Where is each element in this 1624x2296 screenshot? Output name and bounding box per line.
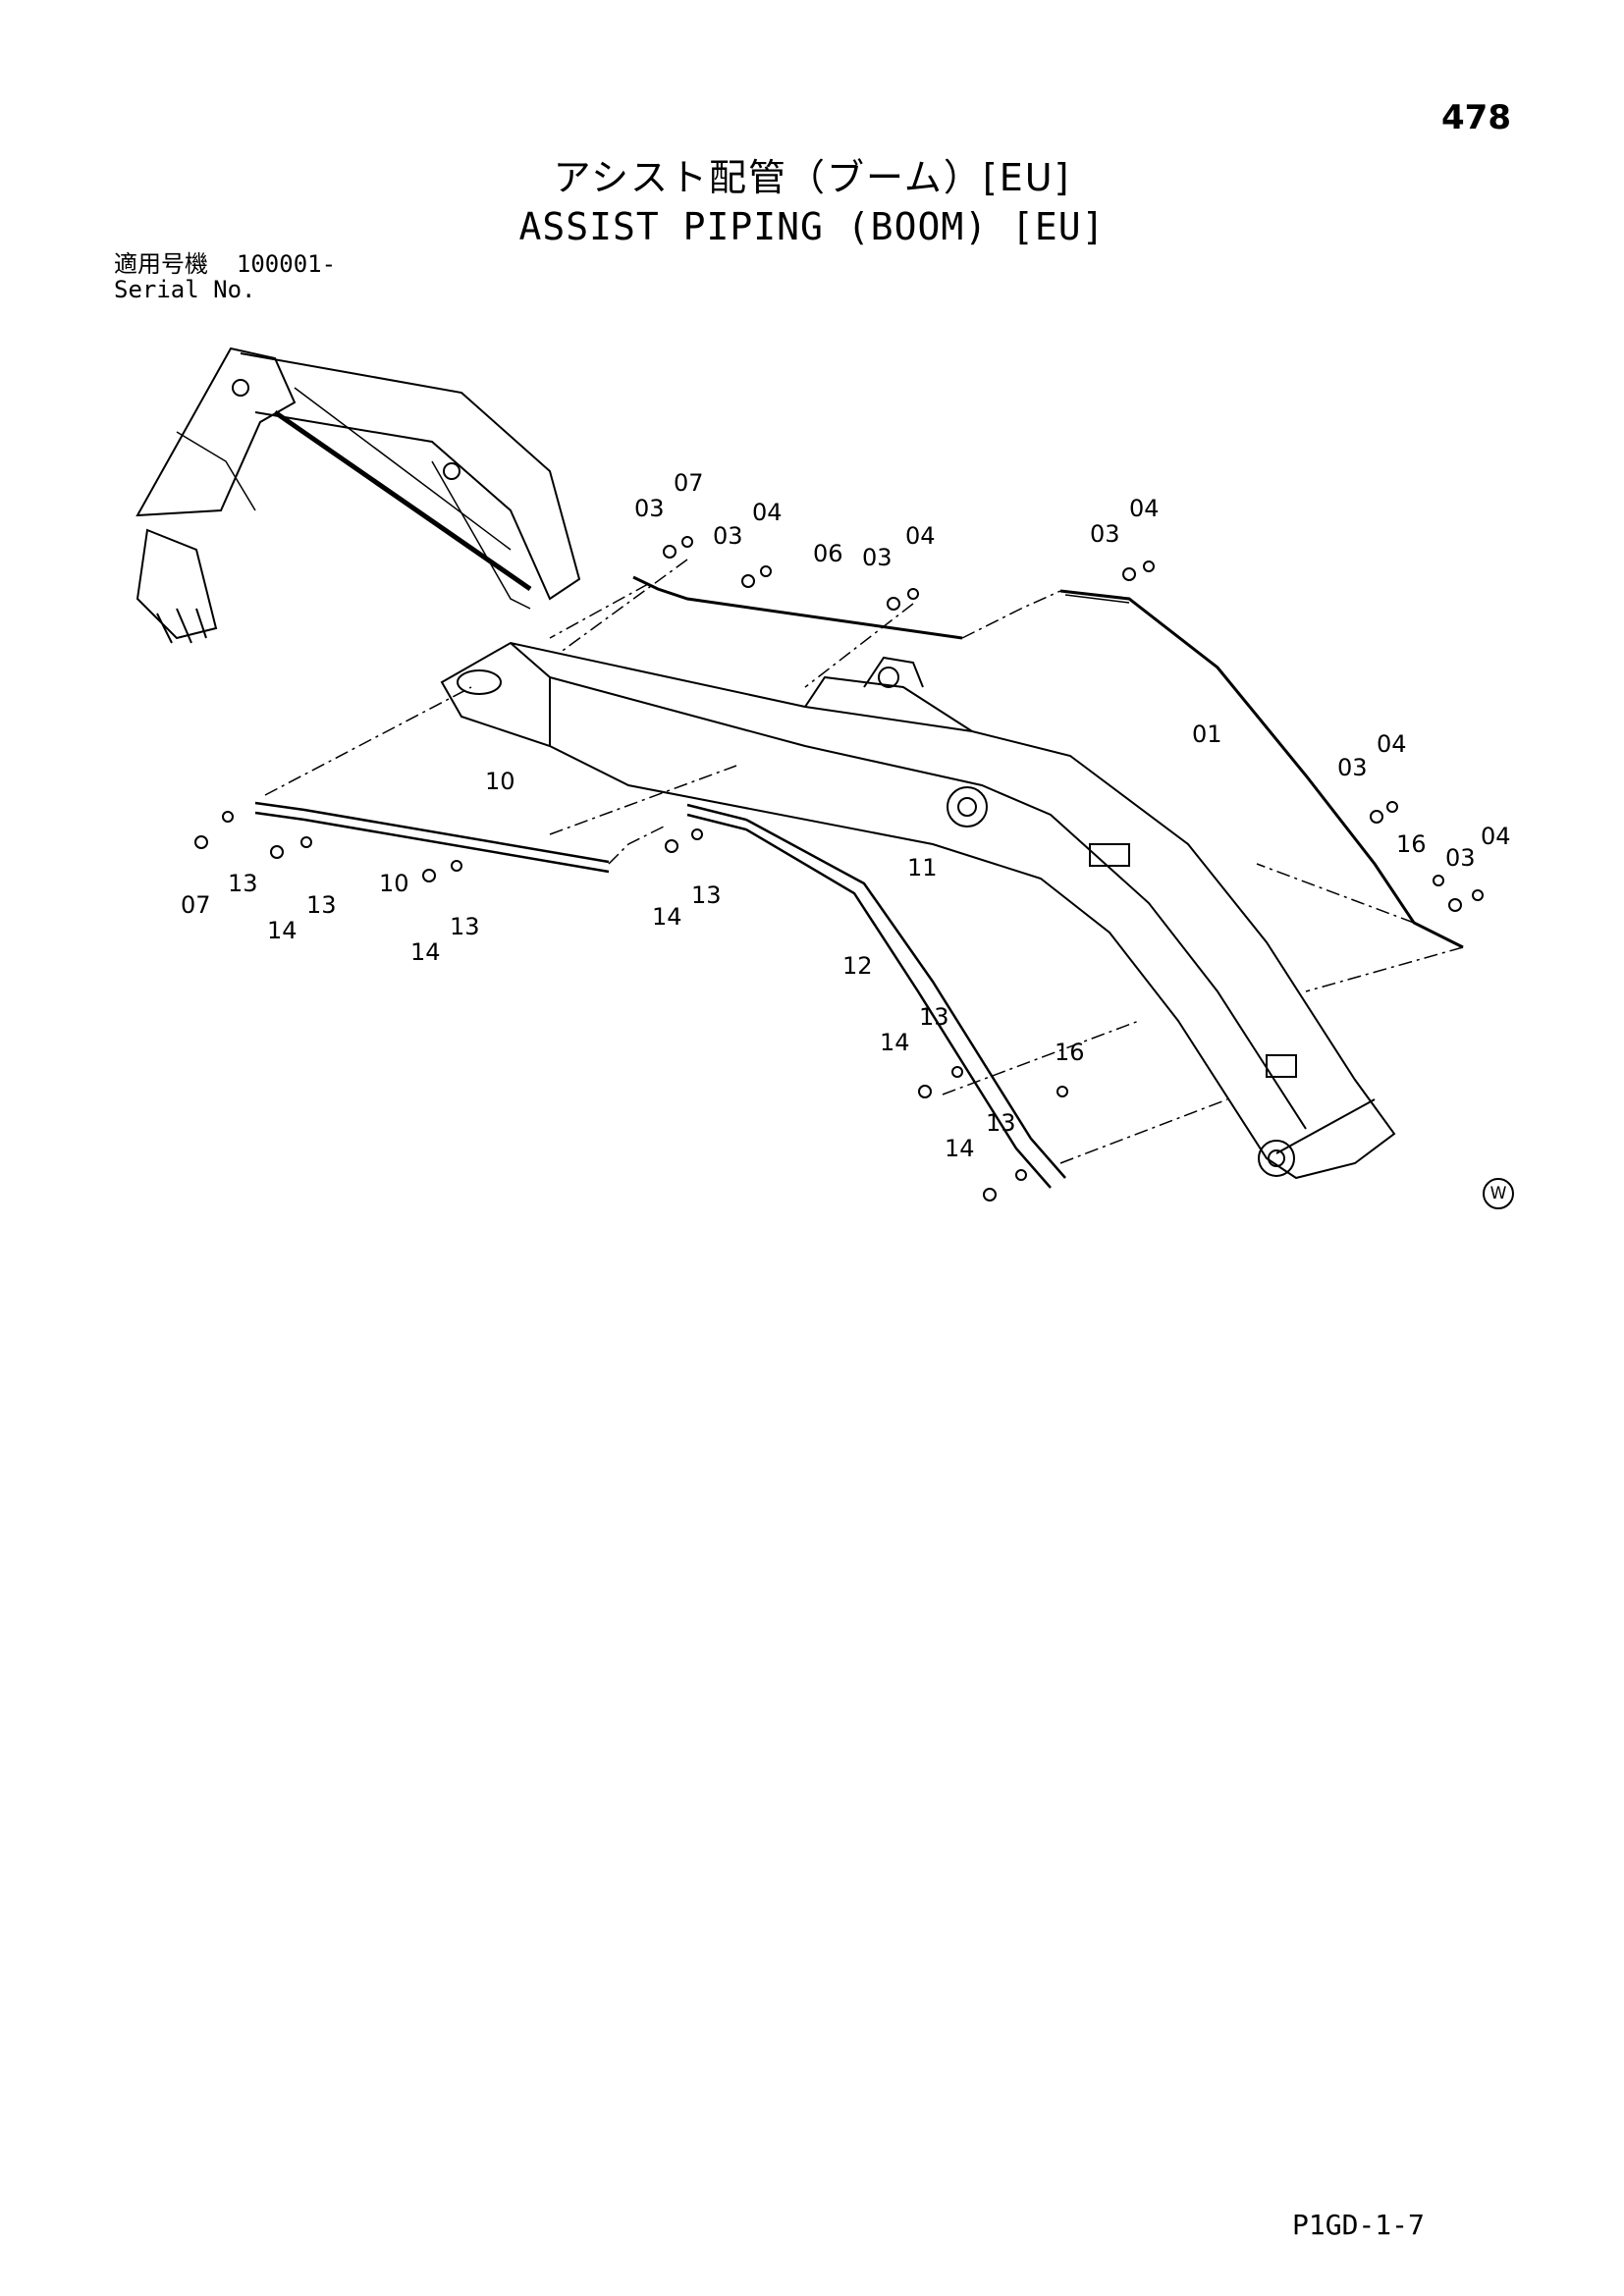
exploded-parts-diagram: 07 03 04 03 06 03 04 03 04 01 03 04 16 0… [135, 347, 1511, 1201]
callout-07-top: 07 [674, 469, 704, 497]
callout-03-a: 03 [634, 495, 665, 522]
callout-11: 11 [907, 854, 938, 881]
footer-code: P1GD-1-7 [1292, 2209, 1425, 2241]
serial-value: 100001- [236, 250, 337, 278]
serial-label-ja: 適用号機 [114, 250, 208, 278]
callout-14-d: 14 [880, 1029, 910, 1056]
callout-16-b: 16 [1055, 1039, 1085, 1066]
serial-block: 適用号機 100001- Serial No. [114, 251, 336, 302]
callout-14-b: 14 [410, 938, 441, 966]
callout-13-b: 13 [306, 891, 337, 919]
callout-04-b: 04 [905, 522, 936, 550]
callout-03-f: 03 [1445, 844, 1476, 872]
callout-03-c: 03 [862, 544, 893, 571]
fasteners [194, 536, 1484, 1201]
callout-13-c: 13 [450, 913, 480, 940]
callout-labels: 07 03 04 03 06 03 04 03 04 01 03 04 16 0… [181, 469, 1511, 1162]
callout-14-c: 14 [652, 903, 682, 931]
callout-04-a: 04 [752, 499, 783, 526]
callout-14-a: 14 [267, 917, 298, 944]
callout-13-d: 13 [691, 881, 722, 909]
w-circle-mark: W [1483, 1178, 1514, 1209]
boom [440, 641, 1396, 1180]
callout-13-a: 13 [228, 870, 258, 897]
callout-04-d: 04 [1377, 730, 1407, 758]
pipe-06 [632, 575, 963, 640]
callout-04-c: 04 [1129, 495, 1160, 522]
page-number: 478 [1441, 98, 1511, 137]
callout-12: 12 [842, 952, 873, 980]
title-english: ASSIST PIPING (BOOM) [EU] [518, 205, 1106, 248]
hose-01 [1059, 589, 1464, 949]
callout-07-bottom: 07 [181, 891, 211, 919]
callout-14-e: 14 [945, 1135, 975, 1162]
pipes-10 [254, 801, 610, 874]
callout-03-d: 03 [1090, 520, 1120, 548]
callout-13-f: 13 [986, 1109, 1016, 1137]
callout-16-a: 16 [1396, 830, 1427, 858]
serial-label-en: Serial No. [114, 276, 256, 303]
callout-01: 01 [1192, 721, 1222, 748]
title-block: アシスト配管（ブーム）[EU] ASSIST PIPING (BOOM) [EU… [0, 147, 1624, 248]
callout-06: 06 [813, 540, 843, 567]
leader-lines [264, 559, 1464, 1164]
callout-03-b: 03 [713, 522, 743, 550]
callout-03-e: 03 [1337, 754, 1368, 781]
callout-10-a: 10 [485, 768, 515, 795]
callout-13-e: 13 [919, 1003, 949, 1031]
callout-04-e: 04 [1481, 823, 1511, 850]
hoses-11-12 [686, 803, 1066, 1189]
title-japanese: アシスト配管（ブーム）[EU] [553, 156, 1071, 199]
excavator-inset [135, 347, 581, 644]
callout-10-b: 10 [379, 870, 409, 897]
